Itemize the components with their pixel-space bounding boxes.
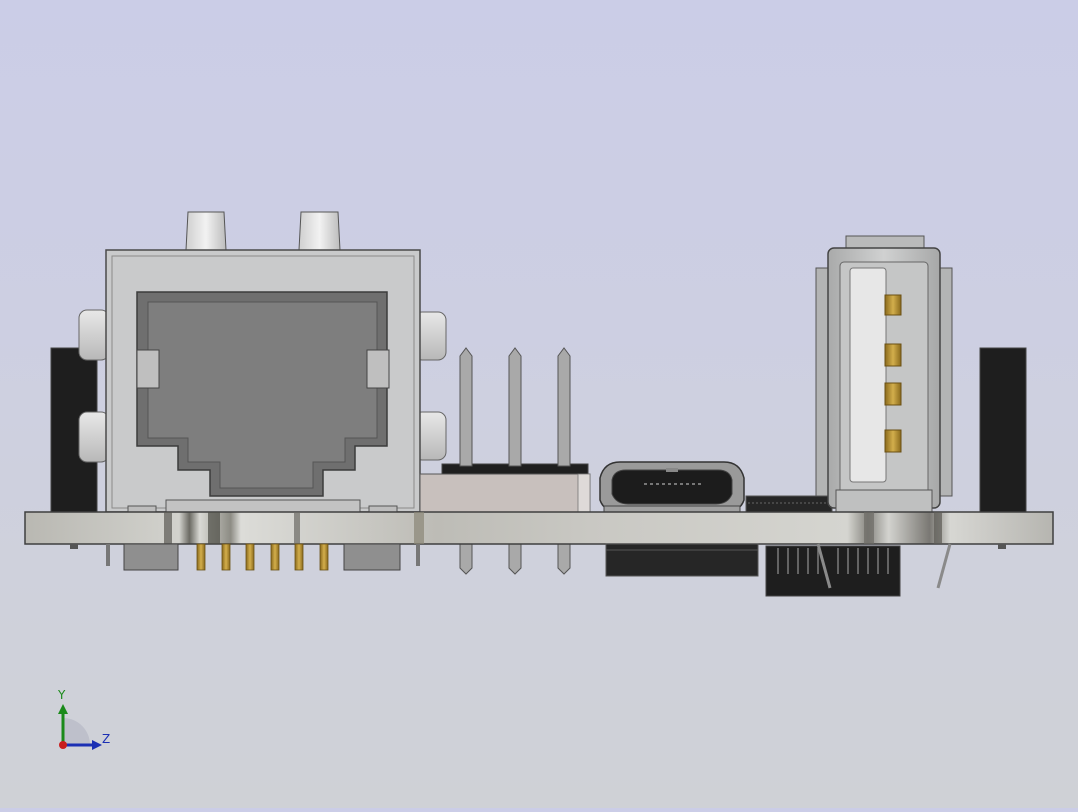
micro-usb-connector	[599, 461, 745, 517]
rj45-jack	[78, 211, 447, 525]
smd-component	[419, 473, 591, 513]
coordinate-triad	[58, 704, 102, 750]
usb-a-connector	[815, 235, 953, 513]
triad-z-label: Z	[102, 732, 111, 746]
pcb-board	[24, 511, 1054, 549]
fpc-connector	[745, 495, 833, 513]
pin-header	[441, 347, 589, 575]
right-standoff	[979, 347, 1027, 513]
bottom-ic	[605, 543, 759, 577]
bottom-connector	[765, 543, 952, 597]
rj45-pins	[106, 543, 420, 571]
triad-y-label: Y	[58, 688, 66, 702]
